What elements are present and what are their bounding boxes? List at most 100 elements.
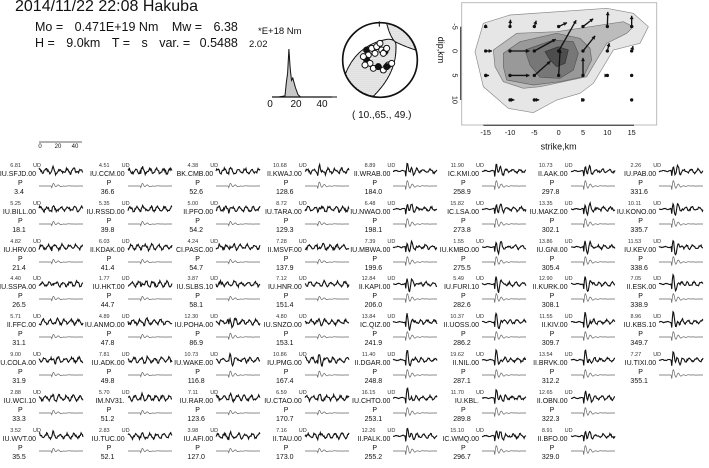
waveform-plot	[393, 203, 438, 228]
observed-waveform	[215, 204, 261, 214]
waveform-plot	[127, 166, 173, 189]
station-component: UD	[476, 352, 484, 358]
station-component: UD	[653, 200, 662, 207]
station-name: IM.NV31.	[95, 397, 125, 405]
waveform-plot	[127, 279, 173, 303]
waveform-plot	[38, 204, 84, 227]
slip-arrowhead	[526, 49, 530, 53]
waveform-plot	[215, 242, 261, 265]
synthetic-waveform	[216, 296, 261, 303]
time-scale-bar	[39, 141, 82, 143]
observed-waveform	[481, 348, 526, 366]
waveform-plot	[393, 349, 438, 379]
mw-label: Mw =	[171, 20, 203, 34]
slip-arrowhead	[485, 73, 490, 78]
strike-tick-label: 5	[581, 128, 585, 137]
station-amplitude: 4.24	[187, 238, 199, 245]
mechanism-label: ( 10.,65., 49.)	[352, 110, 412, 121]
station-azimuth: 33.3	[12, 415, 26, 423]
station-name: II.MSVF.00	[267, 246, 302, 254]
slip-arrowhead	[581, 97, 585, 102]
station-azimuth: 3.4	[14, 189, 24, 196]
station-phase: P	[638, 255, 643, 263]
station-component: UD	[121, 389, 130, 396]
observed-waveform	[215, 317, 261, 330]
station-name: II.BFO.00	[537, 435, 568, 443]
observed-waveform	[482, 240, 527, 256]
station-component: UD	[210, 427, 219, 434]
station-name: II.TAU.00	[272, 435, 302, 443]
station-azimuth: 52.1	[100, 453, 115, 461]
synthetic-waveform	[216, 332, 261, 340]
waveform-plot	[570, 200, 615, 228]
slip-vectors	[483, 11, 635, 102]
station-phase: P	[283, 331, 289, 339]
waveform-plot	[659, 201, 704, 228]
station-azimuth: 127.0	[187, 453, 205, 461]
waveform-plot	[304, 279, 350, 303]
observed-waveform	[304, 162, 350, 178]
synthetic-waveform	[393, 444, 438, 455]
station-phase: P	[638, 331, 643, 339]
waveform-plot	[482, 429, 527, 455]
waveform-plot	[215, 279, 261, 303]
observed-waveform	[481, 312, 527, 330]
waveform-plot	[215, 317, 261, 340]
station-component: UD	[121, 200, 130, 207]
station-amplitude: 6.03	[98, 238, 110, 245]
dip-axis-label: dip,km	[436, 37, 446, 64]
slip-arrowhead	[591, 35, 596, 40]
station-name: IU.SFJD.00	[0, 171, 36, 178]
polarity-point	[383, 44, 391, 52]
station-phase: P	[18, 255, 23, 263]
station-component: UD	[387, 314, 396, 321]
station-name: IU.NWAO.00	[350, 208, 391, 216]
station-phase: P	[549, 406, 555, 414]
synthetic-waveform	[482, 331, 526, 341]
station-name: IU.CTAO.00	[264, 397, 302, 405]
synthetic-waveform	[570, 369, 615, 379]
station-phase: P	[18, 406, 23, 414]
strike-tick-label: 15	[628, 128, 636, 137]
station-name: II.DGAR.00	[354, 360, 391, 367]
observed-waveform	[38, 279, 83, 289]
station-azimuth: 35.5	[12, 453, 26, 461]
station-name: IU.SLBS.10	[176, 284, 214, 292]
observed-waveform	[658, 239, 704, 256]
waveform-plot	[393, 386, 438, 417]
synthetic-waveform	[39, 409, 83, 416]
synthetic-waveform	[127, 447, 172, 454]
waveform-plot	[393, 278, 438, 304]
station-name: IU.HNR.00	[267, 284, 302, 292]
station-component: UD	[387, 427, 396, 434]
station-amplitude: 10.37	[450, 314, 464, 321]
polarity-point	[383, 63, 391, 71]
station-azimuth: 49.8	[100, 378, 115, 385]
station-azimuth: 273.8	[453, 226, 471, 234]
observed-waveform	[127, 354, 173, 365]
station-amplitude: 2.88	[10, 389, 21, 396]
station-component: UD	[653, 163, 662, 169]
station-phase: P	[461, 406, 466, 414]
synthetic-waveform	[659, 293, 704, 304]
observed-waveform	[393, 239, 438, 253]
polarity-point	[371, 49, 379, 57]
waveform-plot	[127, 354, 173, 378]
waveform-plot	[304, 162, 350, 189]
synthetic-waveform	[393, 293, 438, 304]
waveform-plot	[481, 388, 527, 417]
waveform-plot	[38, 317, 84, 340]
synthetic-waveform	[482, 255, 526, 266]
observed-waveform	[393, 427, 438, 442]
slip-arrowhead	[508, 19, 513, 24]
station-name: IU.TUC.00	[91, 435, 125, 443]
station-component: UD	[210, 352, 219, 358]
station-amplitude: 5.00	[187, 200, 199, 207]
synthetic-waveform	[304, 258, 349, 265]
station-azimuth: 206.0	[364, 302, 383, 310]
slip-vector	[534, 38, 557, 52]
